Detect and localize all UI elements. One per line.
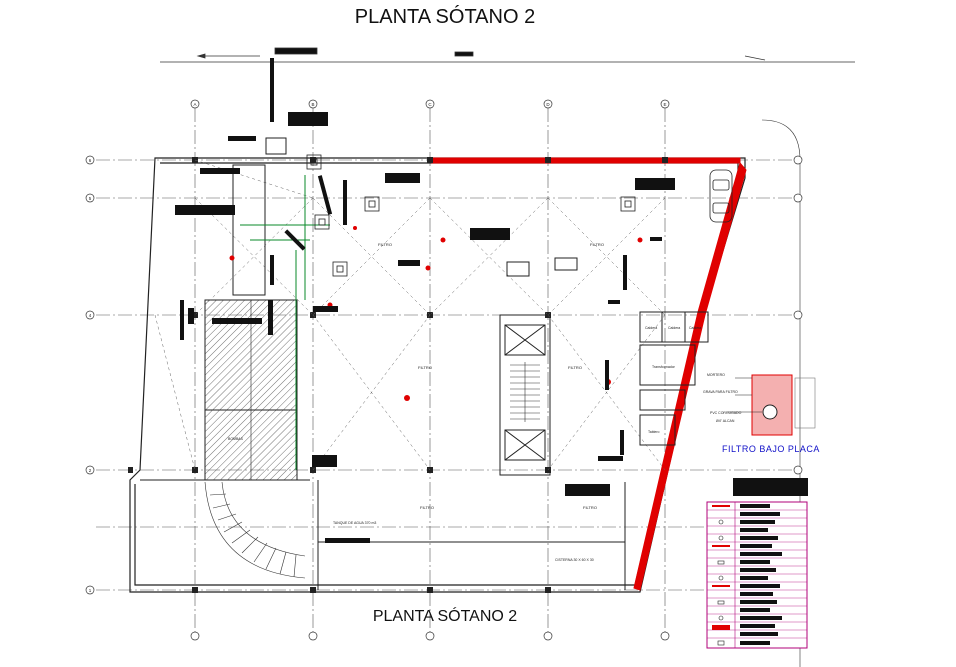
grid-row-label: 2 — [89, 468, 92, 473]
filter-note-mortero: MORTERO — [707, 373, 725, 377]
filter-detail: MORTERO GRAVA PARA FILTRO PVC CORRUGADO … — [703, 373, 816, 436]
label-caldera: Caldera — [689, 326, 701, 330]
grid-col-label: C — [428, 102, 432, 107]
label-filtro: FILTRO — [420, 505, 434, 510]
label-filtro: FILTRO — [583, 505, 597, 510]
label-tanque: TANQUE DE AGUA 370 m3 — [333, 521, 376, 525]
grid-row-label: 4 — [89, 313, 92, 318]
label-bombas: BOMBAS — [228, 437, 244, 441]
grid-row-label: 1 — [89, 588, 92, 593]
structural-grid — [96, 108, 800, 632]
filter-note-grava: GRAVA PARA FILTRO — [703, 390, 738, 394]
label-caldera: Caldera — [668, 326, 680, 330]
label-filtro: FILTRO — [568, 365, 582, 370]
label-cisterna: CISTERNA 30 X 60 X 30 — [555, 558, 594, 562]
vehicle-ramp — [204, 299, 298, 481]
label-filtro: FILTRO — [418, 365, 432, 370]
filter-note-diametro: Ø4" ALCAN — [716, 419, 735, 423]
grid-row-label: 6 — [89, 158, 92, 163]
label-caldera: Caldera — [645, 326, 657, 330]
label-filtro: FILTRO — [590, 242, 604, 247]
drainage-slopes — [154, 159, 666, 471]
label-transformador: Transformador — [652, 365, 676, 369]
parked-car — [709, 169, 733, 223]
staircase — [510, 362, 540, 422]
grid-col-label: B — [311, 102, 314, 107]
grid-bubble-labels: A B C D E 6 5 4 2 1 — [89, 102, 667, 593]
legend-table — [706, 501, 808, 649]
grid-col-label: D — [546, 102, 550, 107]
filter-note-pvc: PVC CORRUGADO — [710, 411, 742, 415]
grid-row-label: 5 — [89, 196, 92, 201]
drawing-title-bottom: PLANTA SÓTANO 2 — [372, 608, 518, 625]
spiral-ramp — [204, 481, 306, 579]
red-perimeter-walls — [431, 157, 747, 591]
grid-col-label: A — [193, 102, 196, 107]
filter-detail-title: FILTRO BAJO PLACA — [722, 444, 820, 454]
grid-col-label: E — [663, 102, 666, 107]
equipment-blocks — [175, 58, 808, 543]
drawing-title-top: PLANTA SÓTANO 2 — [354, 6, 536, 28]
label-tablero: Tablero — [648, 430, 660, 434]
registers — [306, 154, 636, 277]
label-filtro: FILTRO — [378, 242, 392, 247]
green-piping — [240, 175, 330, 470]
room-labels: FILTRO FILTRO FILTRO FILTRO FILTRO FILTR… — [228, 242, 701, 562]
